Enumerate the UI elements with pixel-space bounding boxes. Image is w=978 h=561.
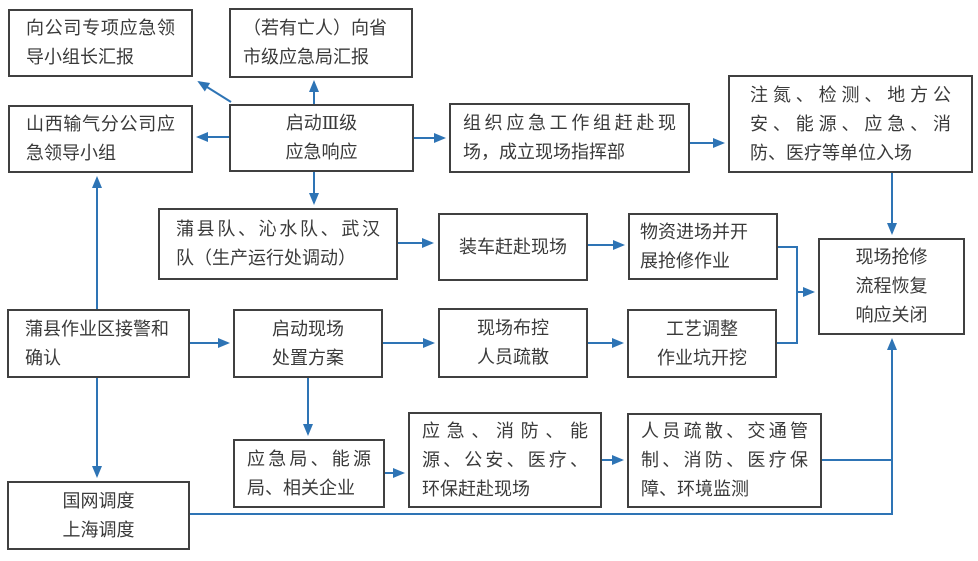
node-local-bureaus: 应急局、能源局、相关企业	[233, 439, 385, 508]
node-report-company-leader: 向公司专项应急领导小组长汇报	[8, 9, 193, 77]
node-traffic-control: 人员疏散、交通管制、消防、医疗保障、环境监测	[627, 413, 822, 508]
node-puxian-alarm: 蒲县作业区接警和确认	[7, 309, 190, 378]
node-report-provincial: （若有亡人）向省市级应急局汇报	[229, 8, 413, 78]
node-load-depart: 装车赶赴现场	[438, 213, 588, 281]
node-process-adjust: 工艺调整作业坑开挖	[627, 309, 777, 378]
node-materials-arrive: 物资进场并开展抢修作业	[628, 213, 778, 280]
node-site-control: 现场布控人员疏散	[438, 308, 588, 378]
edge-materials-process-junction	[777, 246, 798, 344]
node-organize-workgroup: 组织应急工作组赶赴现场，成立现场指挥部	[449, 103, 690, 173]
node-support-units-enter: 注氮、检测、地方公安、能源、应急、消防、医疗等单位入场	[728, 75, 973, 173]
node-shanxi-emergency-group: 山西输气分公司应急领导小组	[8, 105, 193, 173]
node-repair-complete: 现场抢修流程恢复响应关闭	[818, 238, 965, 335]
edge-start-to-company-leader	[197, 80, 232, 103]
node-agencies-depart: 应急、消防、能源、公安、医疗、环保赶赴现场	[408, 412, 602, 508]
edge-dispatch-to-complete	[190, 338, 897, 515]
node-start-site-plan: 启动现场处置方案	[233, 309, 383, 378]
node-repair-teams: 蒲县队、沁水队、武汉队（生产运行处调动）	[158, 208, 398, 280]
node-grid-dispatch: 国网调度上海调度	[7, 481, 190, 550]
node-start-level3-response: 启动Ⅲ级应急响应	[229, 104, 414, 172]
